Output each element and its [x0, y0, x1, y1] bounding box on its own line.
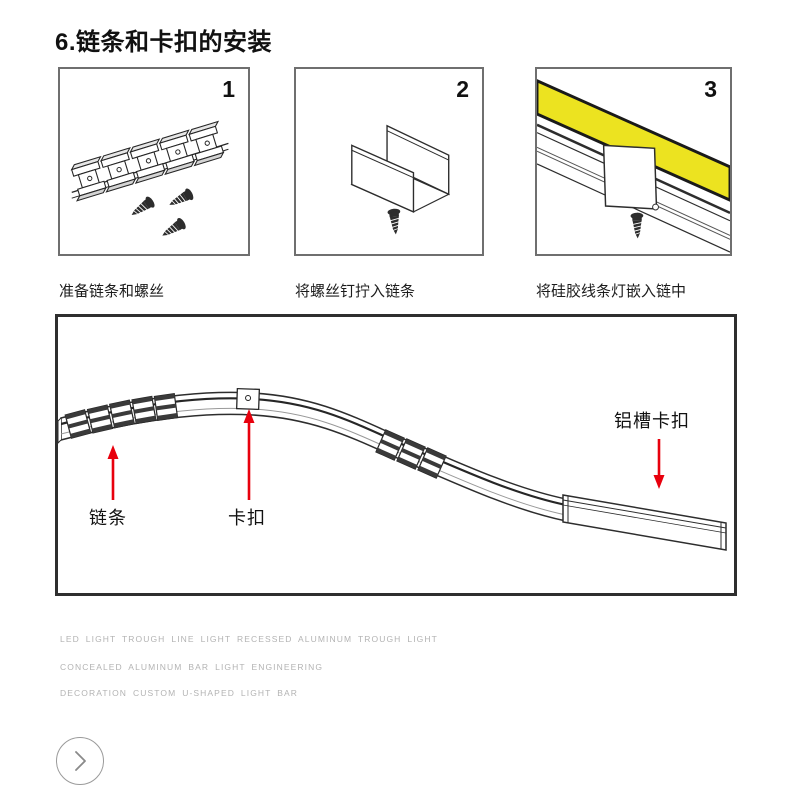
- chain-and-screws-illustration: [66, 120, 229, 242]
- section-title: 6.链条和卡扣的安装: [55, 29, 273, 56]
- installation-diagram: 链条 卡扣 铝槽卡扣: [55, 314, 737, 596]
- chevron-right-icon: [75, 751, 86, 771]
- step-3-figure: 3: [535, 67, 732, 256]
- single-clip-shape: [235, 387, 261, 411]
- screw-icon: [386, 207, 403, 236]
- arrow-up-icon: [243, 409, 255, 500]
- footer-keywords-line-1: LED LIGHT TROUGH LINE LIGHT RECESSED ALU…: [60, 634, 438, 644]
- screw-icon: [630, 212, 645, 239]
- step-2-caption: 将螺丝钉拧入链条: [295, 283, 416, 300]
- footer-keywords-line-3: DECORATION CUSTOM U-SHAPED LIGHT BAR: [60, 688, 299, 698]
- footer-keywords-line-2: CONCEALED ALUMINUM BAR LIGHT ENGINEERING: [60, 662, 324, 672]
- strip-into-channel-illustration: [537, 79, 730, 253]
- curved-light-illustration: [58, 387, 727, 551]
- step-1-caption: 准备链条和螺丝: [59, 283, 165, 300]
- arrow-down-icon: [653, 439, 665, 489]
- step-2-figure: 2: [294, 67, 484, 256]
- screw-icon: [165, 186, 196, 211]
- clip-and-screw-illustration: [350, 124, 451, 236]
- next-button[interactable]: [56, 737, 104, 785]
- chain-clips-middle: [375, 429, 447, 479]
- arrow-up-icon: [107, 445, 119, 500]
- step-1-figure: 1: [58, 67, 250, 256]
- screw-icon: [127, 194, 157, 221]
- screw-icon: [158, 216, 188, 242]
- label-chain: 链条: [89, 508, 127, 528]
- step-1-number: 1: [222, 76, 235, 102]
- label-channel-clip: 铝槽卡扣: [614, 411, 690, 431]
- aluminum-channel-shape: [562, 494, 727, 551]
- label-clip: 卡扣: [228, 508, 266, 528]
- channel-clip-shape: [602, 144, 658, 210]
- step-2-number: 2: [456, 76, 469, 102]
- chain-clips-left: [64, 393, 179, 439]
- step-3-caption: 将硅胶线条灯嵌入链中: [536, 283, 687, 300]
- step-3-number: 3: [704, 76, 717, 102]
- led-strip-shape: [537, 79, 730, 202]
